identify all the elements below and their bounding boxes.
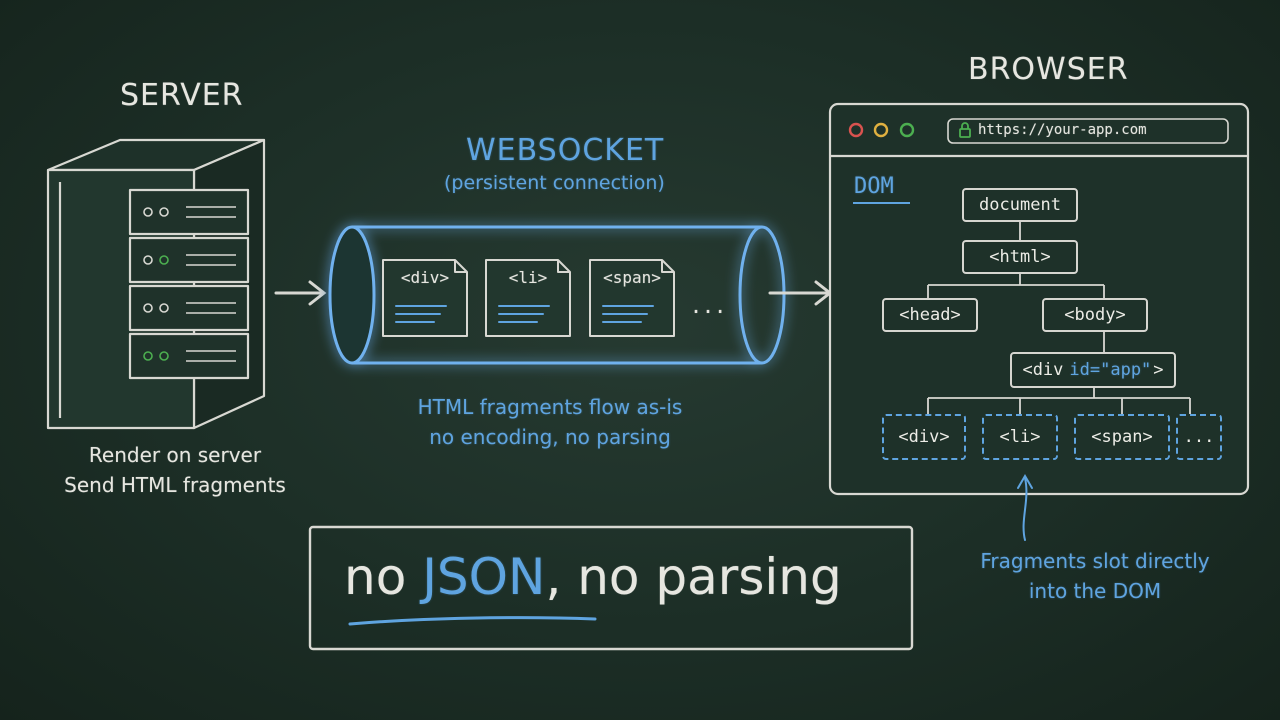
browser-caption-line1: Fragments slot directly xyxy=(980,549,1210,573)
dom-slot-span: <span> xyxy=(1074,414,1170,460)
lock-icon xyxy=(959,122,971,138)
slogan: no JSON, no parsing xyxy=(344,548,842,606)
browser-window xyxy=(828,102,1250,496)
dom-slot-div: <div> xyxy=(882,414,966,460)
fragment-doc-lines xyxy=(395,305,654,323)
app-div-attr: id="app" xyxy=(1069,360,1152,380)
slogan-part2: , no parsing xyxy=(545,548,842,606)
slogan-highlight: JSON xyxy=(422,548,546,606)
slogan-part1: no xyxy=(344,548,423,606)
dom-slot-li: <li> xyxy=(982,414,1058,460)
app-div-close: > xyxy=(1153,360,1164,380)
browser-title: BROWSER xyxy=(968,52,1129,87)
server-title: SERVER xyxy=(120,78,244,113)
browser-close-icon xyxy=(848,122,864,138)
pipe-ellipsis: ... xyxy=(690,294,727,318)
dom-label: DOM xyxy=(854,174,894,199)
pipe-fragment-div: <div> xyxy=(400,268,450,287)
arrow-to-browser xyxy=(768,280,833,306)
server-caption-line2: Send HTML fragments xyxy=(64,473,286,497)
server-rack-icon xyxy=(46,138,266,430)
dom-slot-ellipsis: ... xyxy=(1176,414,1222,460)
server-caption: Render on server Send HTML fragments xyxy=(60,440,290,500)
server-caption-line1: Render on server xyxy=(88,443,262,467)
browser-caption-line2: into the DOM xyxy=(1028,579,1162,603)
websocket-subtitle: (persistent connection) xyxy=(444,172,665,194)
dom-node-head: <head> xyxy=(882,298,978,332)
address-bar-url[interactable]: https://your-app.com xyxy=(978,122,1147,138)
websocket-title: WEBSOCKET xyxy=(466,133,665,168)
pipe-fragment-span: <span> xyxy=(603,268,661,287)
app-div-tag: <div xyxy=(1022,360,1064,380)
websocket-caption-line1: HTML fragments flow as-is xyxy=(417,395,683,419)
websocket-caption-line2: no encoding, no parsing xyxy=(429,425,671,449)
arrow-to-pipe xyxy=(274,280,327,306)
browser-minimize-icon xyxy=(873,122,889,138)
websocket-caption: HTML fragments flow as-is no encoding, n… xyxy=(380,392,720,452)
browser-caption: Fragments slot directly into the DOM xyxy=(960,546,1230,606)
dom-node-app-div: <div id="app"> xyxy=(1010,352,1176,388)
slot-arrow xyxy=(1017,474,1033,541)
pipe-fragment-li: <li> xyxy=(508,268,548,287)
dom-node-html: <html> xyxy=(962,240,1078,274)
websocket-pipe xyxy=(328,225,786,365)
slogan-box xyxy=(308,525,914,651)
browser-maximize-icon xyxy=(899,122,915,138)
fragment-doc-icons xyxy=(382,259,675,337)
dom-node-body: <body> xyxy=(1042,298,1148,332)
dom-node-document: document xyxy=(962,188,1078,222)
slogan-underline xyxy=(348,616,597,626)
dom-tree-connectors xyxy=(927,222,1191,414)
